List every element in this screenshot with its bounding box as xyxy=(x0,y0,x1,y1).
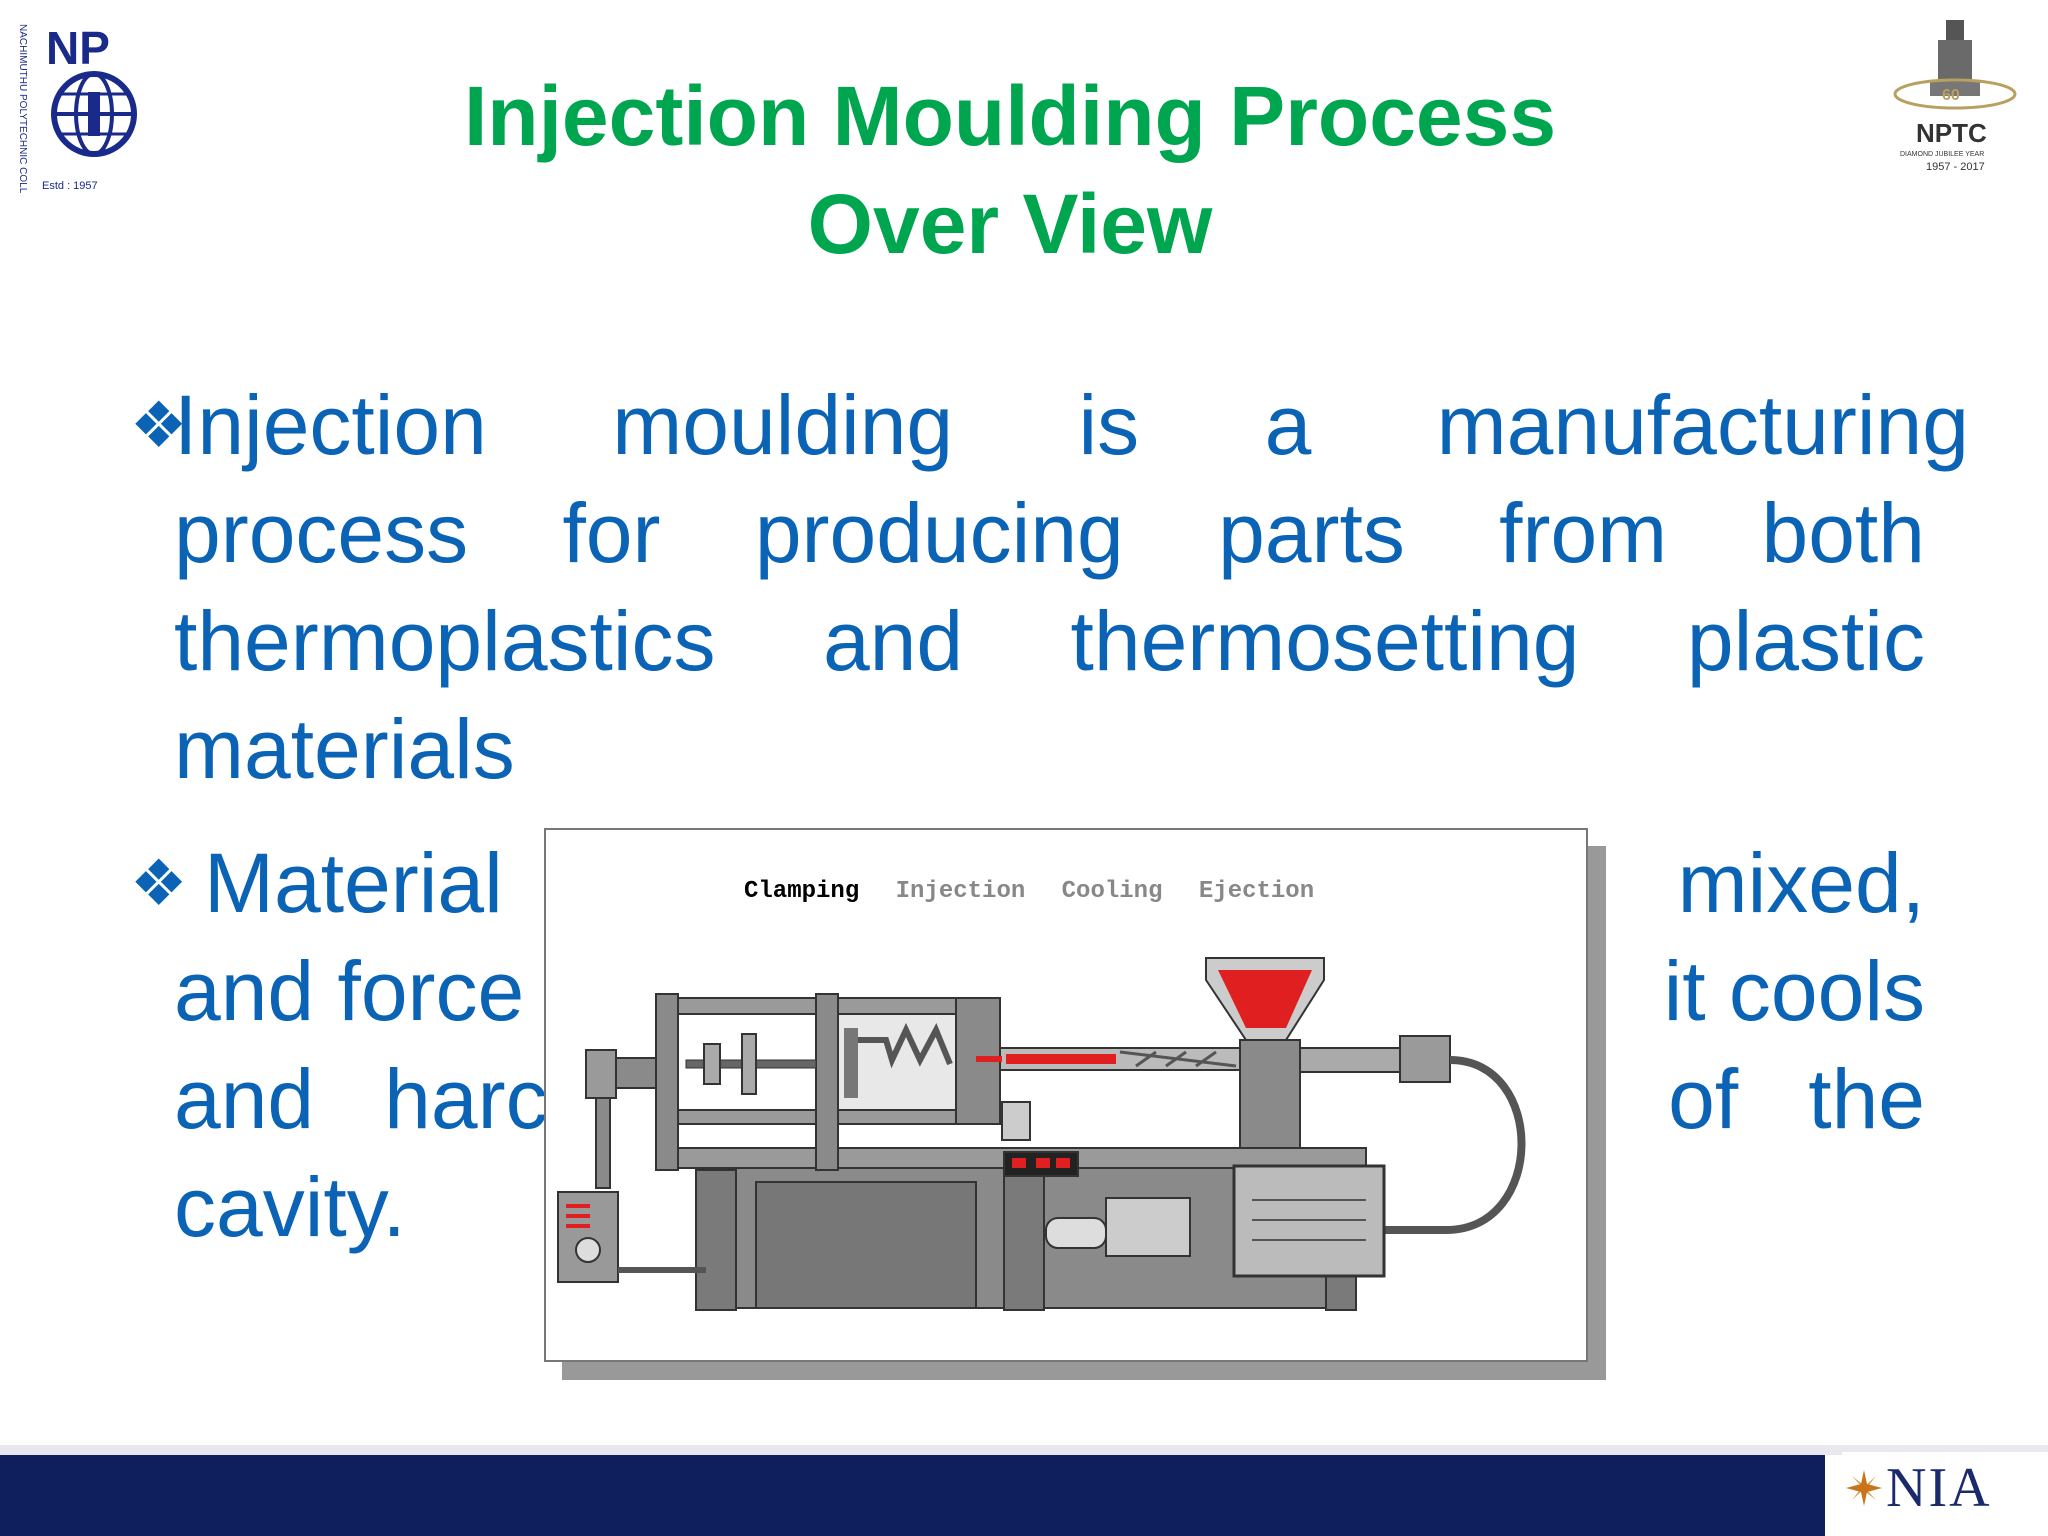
bullet-2-fragment: cavity. xyxy=(174,1160,406,1254)
phase-cooling: Cooling xyxy=(1061,878,1163,905)
bullet-2-fragment: mixed, xyxy=(1677,836,1925,930)
page-subtitle: Over View xyxy=(807,177,1213,271)
phase-ejection: Ejection xyxy=(1198,878,1315,905)
footer-bar xyxy=(0,1455,1825,1536)
diamond-bullet-icon: ❖ xyxy=(130,389,188,461)
phase-clamping: Clamping xyxy=(744,878,860,905)
logo-abbr: NP xyxy=(46,22,110,74)
bullet-2-fragment: and harc xyxy=(174,1052,548,1146)
nptc-years: 1957 - 2017 xyxy=(1926,161,1985,173)
bullet-2-fragment: of the xyxy=(1668,1052,1925,1146)
machine-diagram xyxy=(557,957,1526,1311)
logo-estd: Estd : 1957 xyxy=(42,180,98,192)
bullet-1-line-4: materials xyxy=(174,702,515,796)
nptc-tagline: DIAMOND JUBILEE YEAR xyxy=(1900,151,1984,158)
page-title: Injection Moulding Process xyxy=(463,69,1557,163)
college-logo: NP Estd : 1957 NACHIMUTHU POLYTECHNIC CO… xyxy=(14,14,174,267)
jubilee-badge: 60 xyxy=(1942,87,1960,104)
diamond-bullet-icon: ❖ xyxy=(130,847,188,919)
phase-injection: Injection xyxy=(895,878,1026,905)
bullet-2-fragment: and force xyxy=(174,944,525,1038)
nia-text: NIA xyxy=(1886,1457,1992,1519)
bullet-2-fragment: Material xyxy=(204,836,503,930)
logo-college-name: NACHIMUTHU POLYTECHNIC COLLEGE POLLACHI xyxy=(17,24,28,194)
injection-machine-figure: Clamping Injection Cooling Ejection xyxy=(544,828,1588,1362)
nia-star-icon xyxy=(1846,1470,1882,1506)
footer-strip xyxy=(0,1445,2048,1455)
diamond-jubilee-logo: 60 NPTC DIAMOND JUBILEE YEAR 1957 - 2017 xyxy=(1880,14,2030,184)
bullet-2-fragment: it cools xyxy=(1663,944,1925,1038)
nptc-abbr: NPTC xyxy=(1916,118,1987,148)
nia-logo: NIA xyxy=(1842,1452,2048,1536)
phase-labels: Clamping Injection Cooling Ejection xyxy=(744,878,1336,905)
